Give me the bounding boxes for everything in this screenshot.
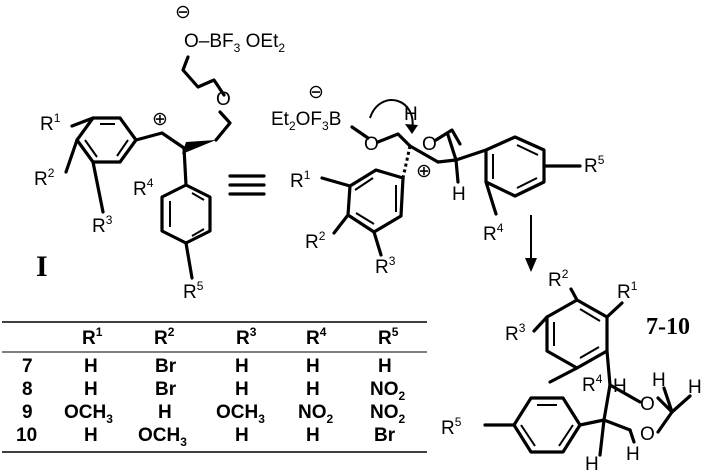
chain-bond-lower — [214, 110, 232, 142]
et2of3b-label: Et2OF3B — [271, 109, 341, 133]
r2-label-left: R2 — [34, 166, 55, 190]
table-row: 10 H OCH3 H H Br — [16, 425, 396, 449]
cell-r3: H — [235, 379, 249, 400]
reaction-arrow — [525, 215, 537, 272]
cell-r3: OCH3 — [216, 402, 265, 426]
ring-product-lower — [512, 396, 582, 454]
h-label-product-2: H — [585, 454, 599, 475]
equivalence-sign — [228, 174, 266, 196]
bond-ch2-ring — [134, 131, 164, 142]
cell-r4: NO2 — [298, 402, 334, 426]
r4-label-left: R4 — [133, 176, 154, 200]
cell-r4: H — [306, 425, 320, 446]
curved-arrow — [369, 99, 414, 131]
substituent-table: R1 R2 R3 R4 R5 7 H Br H H H 8 H Br H H N… — [2, 321, 427, 453]
r1-label-right: R1 — [290, 168, 311, 192]
r5-label-right: R5 — [584, 153, 605, 177]
bf3-oet2-label: O–BF3 OEt2 — [184, 31, 285, 55]
header-r2: R2 — [154, 325, 175, 349]
cell-r3: H — [235, 356, 249, 377]
plus-charge-right: ⊕ — [416, 161, 432, 182]
plus-charge-left: ⊕ — [152, 109, 168, 130]
ch2-bridge — [376, 132, 412, 148]
cell-r4: H — [306, 379, 320, 400]
ring-product-upper — [545, 298, 609, 370]
header-r1: R1 — [82, 325, 103, 349]
cell-r1: OCH3 — [64, 402, 113, 426]
h-label-right-1: H — [404, 104, 418, 125]
row-id: 9 — [22, 402, 33, 423]
dashed-bond-1 — [401, 145, 412, 179]
cell-r5: NO2 — [370, 379, 406, 403]
row-id: 8 — [22, 379, 33, 400]
table-row: 8 H Br H H NO2 — [22, 379, 406, 403]
r1-label-left: R1 — [40, 111, 61, 135]
ring-right-right — [484, 135, 546, 198]
table-row: 9 OCH3 H OCH3 NO2 NO2 — [22, 402, 406, 426]
wedge-bond — [182, 140, 216, 154]
oxygen-label-right-2: O — [422, 134, 437, 155]
bond-to-ch2 — [160, 131, 186, 150]
cell-r1: H — [84, 425, 98, 446]
r2-label-right: R2 — [305, 229, 326, 253]
table-header: R1 R2 R3 R4 R5 — [82, 325, 399, 349]
r3-label-left: R3 — [92, 213, 113, 237]
cell-r2: Br — [155, 356, 177, 377]
cell-r1: H — [84, 379, 98, 400]
chain-bond-upper — [181, 55, 226, 97]
oxygen-label-left: O — [216, 89, 231, 110]
table-row: 7 H Br H H H — [22, 356, 392, 377]
cell-r4: H — [306, 356, 320, 377]
bond-to-aryl — [182, 146, 188, 187]
r4-label-right: R4 — [483, 221, 504, 245]
minus-charge-right: ⊖ — [308, 82, 324, 103]
cell-r2: H — [158, 402, 172, 423]
header-r4: R4 — [306, 325, 327, 349]
minus-charge-top: ⊖ — [175, 2, 191, 23]
bond-ring-ch — [605, 349, 612, 387]
r5-label-product: R5 — [441, 415, 462, 439]
r3-label-product: R3 — [505, 321, 526, 345]
o-ch2-bond — [434, 128, 462, 146]
cell-r2: OCH3 — [138, 425, 187, 449]
r3-label-right: R3 — [375, 254, 396, 278]
header-r5: R5 — [378, 325, 399, 349]
header-r3: R3 — [236, 325, 257, 349]
cell-r5: H — [378, 356, 392, 377]
h-label-right-2: H — [452, 184, 466, 205]
structure-intermediate-I: ⊖ O–BF3 OEt2 O ⊕ R1 R2 R3 R4 R5 I — [34, 2, 285, 303]
h-label-product-3: H — [626, 444, 640, 465]
bond-upper-lower — [548, 366, 579, 384]
h-label-product-5: H — [688, 377, 702, 398]
cell-r5: Br — [374, 425, 396, 446]
r1-label-product: R1 — [617, 279, 638, 303]
cell-r3: H — [235, 425, 249, 446]
cell-r5: NO2 — [370, 402, 406, 426]
structure-intermediate-right: ⊖ Et2OF3B O H O ⊕ H R1 R2 R3 — [271, 82, 605, 278]
structure-product: R2 R1 R3 7-10 R4 H R5 H H O O — [441, 267, 702, 475]
r5-label-left: R5 — [183, 279, 204, 303]
r2-label-product: R2 — [548, 267, 569, 291]
h-label-product-4: H — [652, 370, 666, 391]
o-label-product-2: O — [640, 424, 655, 445]
ring-right-left — [346, 168, 405, 234]
label-product: 7-10 — [646, 314, 690, 340]
label-intermediate: I — [36, 250, 48, 283]
cell-r2: Br — [155, 379, 177, 400]
r4-label-product: R4 — [582, 372, 603, 396]
oxygen-label-right: O — [364, 134, 379, 155]
row-id: 10 — [16, 425, 37, 446]
o-label-product-1: O — [640, 394, 655, 415]
cell-r1: H — [84, 356, 98, 377]
row-id: 7 — [22, 356, 33, 377]
